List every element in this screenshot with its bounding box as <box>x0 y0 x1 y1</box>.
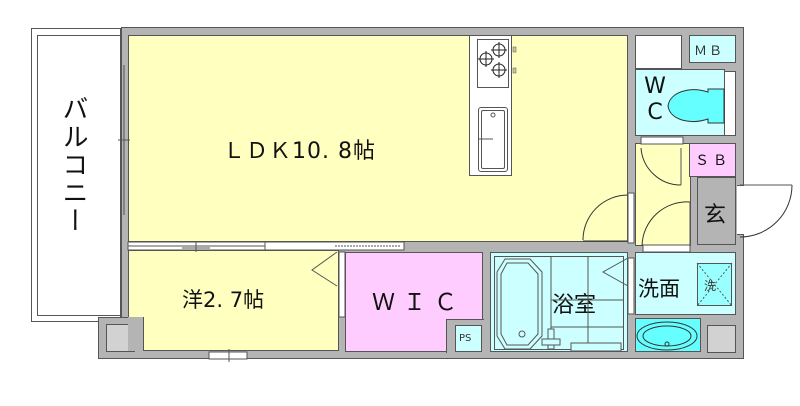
ps-label: PS <box>459 333 472 344</box>
ldk-label: ＬＤＫ10. 8帖 <box>223 139 376 164</box>
room-western <box>128 250 339 351</box>
room-ps <box>455 325 482 352</box>
wall-western-left <box>128 317 144 351</box>
column-right <box>707 325 736 353</box>
room-bathroom <box>490 252 628 352</box>
stove-burners-icon <box>478 42 507 78</box>
balcony-label: バルコニー <box>58 95 88 235</box>
bathroom-inner <box>494 256 624 350</box>
balcony-inner <box>37 35 121 316</box>
entrance-label: 玄 <box>704 203 727 228</box>
toilet-label-c: C <box>647 100 663 125</box>
bathtub-icon <box>496 258 543 350</box>
room-mb <box>689 35 736 63</box>
bathroom-label: 浴室 <box>552 293 597 318</box>
toilet-icon <box>667 88 725 124</box>
western-label: 洋2. 7帖 <box>182 288 265 312</box>
washer-icon <box>696 262 733 307</box>
toilet-label-w: W <box>644 74 666 99</box>
wic-label: ＷＩＣ <box>372 290 465 316</box>
mb-label: ＭＢ <box>694 44 725 59</box>
sb-label: ＳＢ <box>695 153 731 169</box>
ldk-western-partition <box>127 241 405 252</box>
storage-top <box>635 35 682 69</box>
basin-icon <box>636 321 698 351</box>
room-entrance <box>697 177 736 245</box>
bathroom-tiles <box>550 256 624 350</box>
room-ldk <box>128 35 628 242</box>
faucet-icon <box>541 328 622 352</box>
toilet-label: W C <box>641 74 669 126</box>
room-sb <box>689 143 736 177</box>
hallway <box>635 143 691 246</box>
washroom-label: 洗面 <box>638 277 680 301</box>
